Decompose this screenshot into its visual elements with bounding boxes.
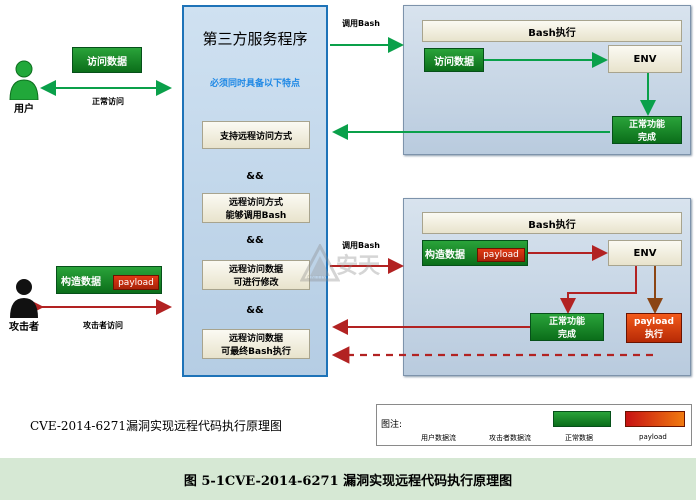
bottom-env-result-arrow (560, 266, 637, 314)
attacker-data-box: 构造数据 payload (56, 266, 162, 294)
and-3: && (246, 304, 264, 316)
user-label: 用户 (14, 103, 34, 115)
top-result: 正常功能 完成 (612, 116, 682, 144)
watermark-brand: 安天 (336, 254, 381, 279)
figure-caption: 图 5-1CVE-2014-6271 漏洞实现远程代码执行原理图 (0, 458, 696, 500)
legend-normal-data: 正常数据 (565, 434, 593, 442)
diagram-title: CVE-2014-6271漏洞实现远程代码执行原理图 (30, 419, 283, 433)
attacker-label: 攻击者 (9, 321, 39, 333)
service-title: 第三方服务程序 (202, 29, 308, 48)
feature-4: 远程访问数据 可最终Bash执行 (202, 329, 310, 359)
service-box: 第三方服务程序 必须同时具备以下特点 支持远程访问方式 && 远程访问方式 能够… (182, 5, 328, 377)
legend-payload: payload (639, 433, 667, 441)
feature-3: 远程访问数据 可进行修改 (202, 260, 310, 290)
top-inner-data: 访问数据 (424, 48, 484, 72)
user-data-box: 访问数据 (72, 47, 142, 73)
antiy-watermark: 安天 ANTIY (300, 244, 396, 288)
and-2: && (246, 234, 264, 246)
attacker-icon (10, 279, 38, 318)
bottom-result: 正常功能 完成 (530, 313, 604, 341)
legend: 图注: 用户数据流 攻击者数据流 正常数据 payload (376, 404, 692, 446)
legend-user-flow: 用户数据流 (421, 434, 456, 442)
legend-attacker-flow: 攻击者数据流 (489, 434, 531, 442)
watermark-brand-latin: ANTIY (306, 274, 327, 282)
legend-normal-swatch (553, 411, 611, 427)
attacker-actor: 攻击者 (4, 278, 44, 334)
legend-label: 图注: (381, 420, 403, 430)
bottom-call-bash-label: 调用Bash (342, 241, 380, 250)
top-call-bash-label: 调用Bash (342, 19, 380, 28)
attacker-data-label: 构造数据 (61, 277, 101, 288)
attacker-payload-chip: payload (113, 275, 159, 290)
user-actor: 用户 (6, 60, 42, 116)
figure-caption-text: 图 5-1CVE-2014-6271 漏洞实现远程代码执行原理图 (183, 473, 513, 489)
antiy-logo-icon (300, 244, 340, 282)
bottom-inner-data-label: 构造数据 (425, 250, 465, 261)
bottom-inner-payload-chip: payload (477, 248, 525, 262)
bottom-env: ENV (608, 240, 682, 266)
bottom-payload-exec: payload 执行 (626, 313, 682, 343)
feature-1: 支持远程访问方式 (202, 121, 310, 149)
and-1: && (246, 170, 264, 182)
user-access-label: 正常访问 (92, 96, 124, 106)
top-env: ENV (608, 45, 682, 73)
feature-2: 远程访问方式 能够调用Bash (202, 193, 310, 223)
attacker-access-label: 攻击者访问 (83, 320, 123, 330)
legend-payload-swatch (625, 411, 685, 427)
service-subtitle: 必须同时具备以下特点 (209, 78, 300, 89)
user-icon (9, 60, 39, 100)
bottom-inner-data: 构造数据 payload (422, 240, 528, 266)
